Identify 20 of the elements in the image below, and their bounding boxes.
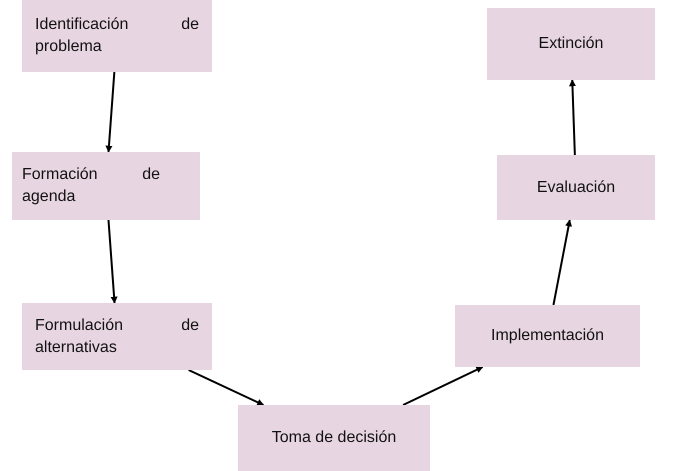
step-label: Identificación de problema [35,15,199,57]
process-box [455,305,640,367]
arrow [188,369,264,406]
process-box [487,8,655,80]
step-label: Formulación de alternativas [35,316,199,358]
step-label: Toma de decisión [272,428,396,448]
step-label: Evaluación [536,178,616,198]
arrow [568,79,576,156]
process-box [22,0,212,72]
arrow [105,72,116,153]
step-label: Implementación [491,326,604,346]
process-box [238,405,430,471]
arrow [107,220,118,304]
process-box [12,152,200,220]
arrow [402,366,484,406]
step-label: Extinción [538,34,604,54]
arrow [552,219,572,306]
step-label: Formación de agenda [22,165,160,207]
process-box [22,303,212,370]
process-box [497,155,655,220]
